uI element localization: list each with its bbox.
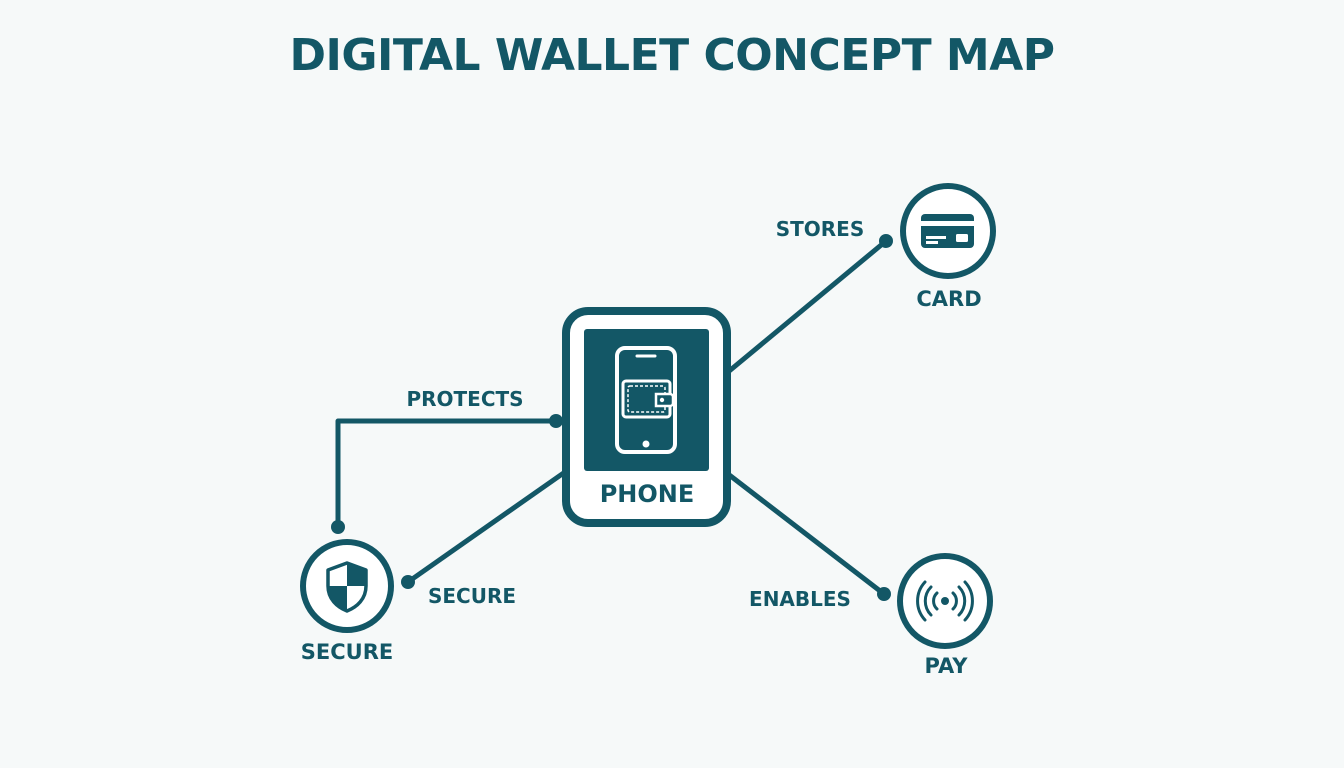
edge-protects-label: PROTECTS: [406, 387, 523, 411]
edge-stores-line: [726, 239, 888, 374]
node-phone-label: PHONE: [600, 480, 695, 508]
node-pay: PAY: [897, 553, 993, 678]
edge-protects: PROTECTS: [331, 387, 563, 534]
edge-secure: SECURE: [401, 469, 567, 608]
edge-secure-label: SECURE: [428, 584, 516, 608]
edge-secure-line: [406, 469, 567, 585]
node-pay-label: PAY: [925, 654, 969, 678]
credit-card-icon: [921, 214, 974, 248]
edge-protects-end-dot: [549, 414, 563, 428]
edge-stores-label: STORES: [776, 217, 865, 241]
contactless-icon: [916, 580, 974, 622]
edge-stores: STORES: [726, 217, 893, 374]
edge-protects-start-dot: [331, 520, 345, 534]
node-card: CARD: [900, 183, 996, 311]
edge-enables: ENABLES: [726, 472, 891, 611]
edge-stores-end-dot: [879, 234, 893, 248]
page-title: DIGITAL WALLET CONCEPT MAP: [289, 30, 1056, 81]
node-card-label: CARD: [916, 287, 981, 311]
shield-icon: [326, 561, 368, 613]
node-phone: PHONE: [562, 307, 731, 527]
edge-protects-line: [335, 418, 556, 527]
edge-secure-end-dot: [401, 575, 415, 589]
edge-enables-end-dot: [877, 587, 891, 601]
phone-wallet-icon: [615, 346, 677, 454]
edge-enables-line: [726, 472, 886, 596]
edge-enables-label: ENABLES: [749, 587, 851, 611]
node-secure-label: SECURE: [301, 640, 393, 664]
node-secure: SECURE: [300, 539, 394, 664]
